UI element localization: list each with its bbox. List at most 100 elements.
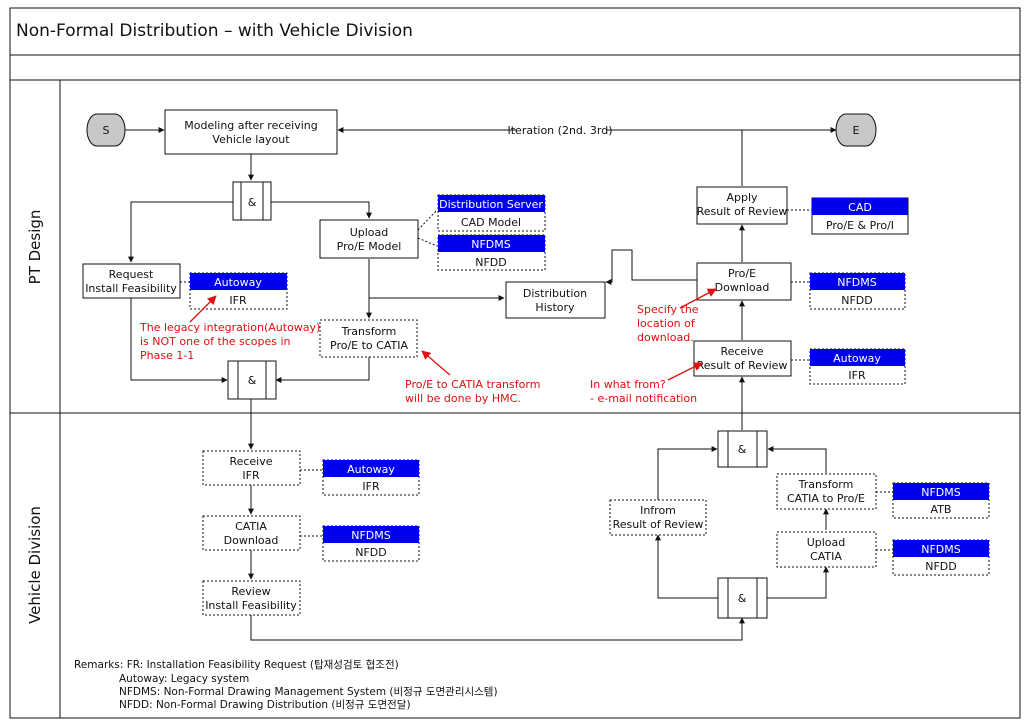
svg-text:CATIA: CATIA: [810, 550, 842, 563]
svg-text:&: &: [248, 196, 257, 209]
iteration-label: Iteration (2nd. 3rd): [508, 124, 613, 137]
svg-text:Distribution: Distribution: [523, 287, 587, 300]
svg-text:CAD: CAD: [848, 201, 872, 214]
svg-text:Modeling after receiving: Modeling after receiving: [184, 119, 318, 132]
system-links: [180, 209, 893, 551]
and-gateway-split-vd: &: [717, 577, 768, 619]
process-modeling: Modeling after receiving Vehicle layout: [164, 109, 338, 155]
process-upload-catia: Upload CATIA: [776, 531, 877, 568]
process-apply-review: Apply Result of Review: [696, 186, 788, 225]
svg-text:The legacy integration(Autoway: The legacy integration(Autoway): [139, 321, 320, 334]
remarks-line: Remarks: FR: Installation Feasibility Re…: [74, 658, 399, 671]
svg-text:Result of Review: Result of Review: [613, 518, 704, 531]
system-nfdms-upload-catia: NFDMS NFDD: [892, 539, 990, 576]
svg-text:NFDD: NFDD: [475, 256, 507, 269]
and-gateway-split: &: [232, 181, 272, 221]
svg-text:NFDD: NFDD: [355, 546, 387, 559]
svg-text:is NOT one of the scopes in: is NOT one of the scopes in: [140, 335, 291, 348]
system-autoway-vd: Autoway IFR: [322, 459, 420, 496]
svg-text:IFR: IFR: [242, 469, 260, 482]
svg-text:Upload: Upload: [807, 536, 846, 549]
svg-text:History: History: [535, 301, 575, 314]
end-terminal: E: [835, 113, 877, 147]
svg-text:Vehicle layout: Vehicle layout: [212, 133, 290, 146]
and-gateway-join-pt: &: [227, 360, 277, 400]
system-nfdms-vd: NFDMS NFDD: [322, 525, 420, 562]
svg-text:Install Feasibility: Install Feasibility: [85, 282, 177, 295]
svg-text:&: &: [738, 592, 747, 605]
svg-text:Apply: Apply: [726, 191, 758, 204]
system-autoway-receive: Autoway IFR: [809, 348, 906, 385]
svg-text:Autoway: Autoway: [347, 463, 395, 476]
process-review-install: Review Install Feasibility: [202, 580, 301, 616]
annotation-legacy: The legacy integration(Autoway) is NOT o…: [139, 295, 320, 362]
remarks-line: NFDD: Non-Formal Drawing Distribution (비…: [119, 699, 411, 711]
svg-text:Transform: Transform: [341, 325, 397, 338]
process-distribution-history: Distribution History: [505, 281, 606, 319]
remarks-line: Autoway: Legacy system: [119, 673, 249, 685]
svg-text:CAD Model: CAD Model: [461, 216, 521, 229]
svg-text:NFDMS: NFDMS: [921, 543, 961, 556]
system-distribution-server: Distribution Server CAD Model: [437, 194, 546, 232]
svg-text:Pro/E Model: Pro/E Model: [337, 240, 402, 253]
svg-text:Install Feasibility: Install Feasibility: [205, 599, 297, 612]
process-catia-download: CATIA Download: [202, 515, 301, 551]
lane-label-pt-design: PT Design: [26, 210, 44, 285]
svg-text:Pro/E to CATIA: Pro/E to CATIA: [330, 339, 408, 352]
diagram-frame: [9, 7, 1021, 719]
process-upload-proe: Upload Pro/E Model: [319, 219, 419, 259]
system-cad-apply: CAD Pro/E & Pro/I: [811, 197, 909, 235]
process-proe-download: Pro/E Download: [696, 262, 792, 301]
remarks: Remarks: FR: Installation Feasibility Re…: [74, 658, 498, 711]
svg-text:location of: location of: [637, 317, 696, 330]
svg-text:NFDMS: NFDMS: [837, 276, 877, 289]
svg-text:NFDMS: NFDMS: [351, 529, 391, 542]
svg-text:IFR: IFR: [848, 369, 866, 382]
and-gateway-join-vd: &: [717, 430, 768, 468]
svg-text:S: S: [103, 124, 110, 137]
svg-text:- e-mail notification: - e-mail notification: [590, 392, 697, 405]
system-nfdms-upload: NFDMS NFDD: [437, 234, 546, 271]
svg-text:NFDD: NFDD: [925, 560, 957, 573]
svg-text:Request: Request: [109, 268, 154, 281]
flow-connectors: [125, 127, 837, 641]
process-receive-review: Receive Result of Review: [693, 340, 792, 377]
svg-text:CATIA to Pro/E: CATIA to Pro/E: [787, 492, 865, 505]
svg-text:IFR: IFR: [362, 480, 380, 493]
svg-text:NFDMS: NFDMS: [471, 238, 511, 251]
remarks-line: NFDMS: Non-Formal Drawing Management Sys…: [119, 686, 498, 698]
svg-text:Pro/E & Pro/I: Pro/E & Pro/I: [826, 219, 894, 232]
annotation-location: Specify the location of download.: [637, 288, 717, 344]
svg-text:Receive: Receive: [720, 345, 763, 358]
svg-text:E: E: [853, 124, 860, 137]
annotation-in-what-form: In what from? - e-mail notification: [590, 362, 703, 405]
svg-text:Specify the: Specify the: [637, 303, 699, 316]
svg-text:Distribution Server: Distribution Server: [439, 198, 543, 211]
annotation-transform-hmc: Pro/E to CATIA transform will be done by…: [405, 350, 540, 405]
start-terminal: S: [86, 113, 126, 147]
svg-text:Infrom: Infrom: [640, 504, 676, 517]
svg-text:Autoway: Autoway: [833, 352, 881, 365]
svg-text:download.: download.: [637, 331, 694, 344]
process-receive-ifr: Receive IFR: [202, 450, 301, 486]
svg-text:Review: Review: [231, 585, 270, 598]
system-nfdms-atb: NFDMS ATB: [892, 482, 990, 519]
svg-text:&: &: [738, 443, 747, 456]
lane-label-vehicle-division: Vehicle Division: [26, 506, 44, 624]
svg-text:Download: Download: [715, 281, 770, 294]
svg-text:Download: Download: [224, 534, 279, 547]
svg-text:Upload: Upload: [350, 226, 389, 239]
diagram-title: Non-Formal Distribution – with Vehicle D…: [16, 21, 413, 41]
system-autoway-request: Autoway IFR: [189, 272, 288, 310]
svg-text:Result of Review: Result of Review: [697, 359, 788, 372]
svg-text:In what from?: In what from?: [590, 378, 666, 391]
process-transform-proe-catia: Transform Pro/E to CATIA: [319, 319, 418, 358]
svg-text:CATIA: CATIA: [235, 520, 267, 533]
process-transform-catia-proe: Transform CATIA to Pro/E: [776, 473, 877, 510]
svg-text:Pro/E to CATIA transform: Pro/E to CATIA transform: [405, 378, 540, 391]
svg-text:Autoway: Autoway: [214, 276, 262, 289]
svg-text:Phase 1-1: Phase 1-1: [140, 349, 194, 362]
svg-text:ATB: ATB: [931, 503, 952, 516]
svg-text:IFR: IFR: [229, 294, 247, 307]
